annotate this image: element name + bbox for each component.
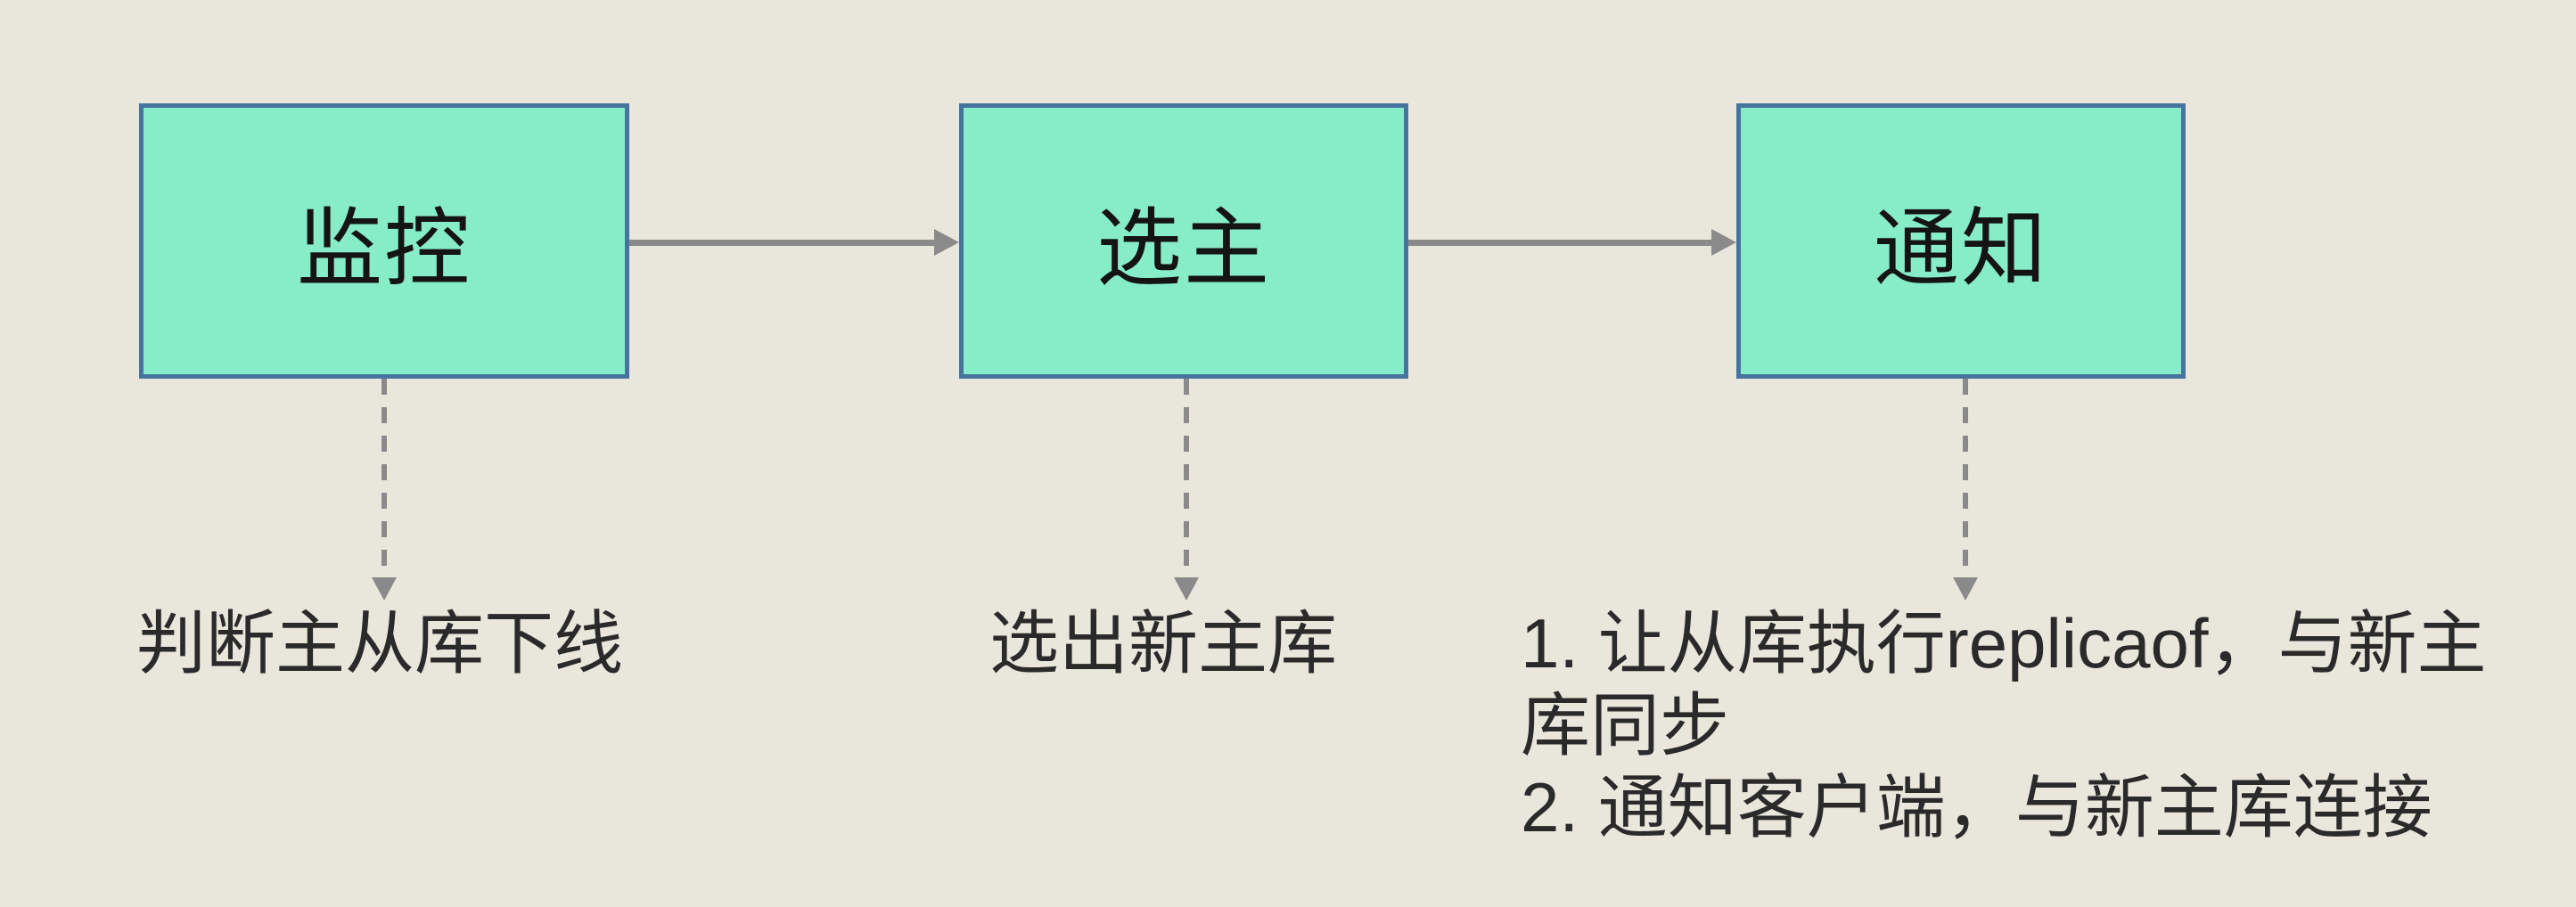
flow-box-monitor: 监控 bbox=[139, 103, 629, 379]
flow-box-elect-leader: 选主 bbox=[959, 103, 1408, 379]
arrow-monitor-to-elect-arrowhead-icon bbox=[934, 229, 959, 256]
flow-box-notify: 通知 bbox=[1736, 103, 2186, 379]
arrow-elect-to-notify-line bbox=[1408, 240, 1711, 246]
flow-box-monitor-label: 监控 bbox=[297, 201, 472, 297]
note-notify-steps-line-3: 2. 通知客户端，与新主库连接 bbox=[1521, 768, 2432, 846]
note-notify-steps-line-2: 库同步 bbox=[1521, 686, 1730, 764]
dashed-arrow-monitor-arrowhead-icon bbox=[372, 577, 397, 601]
note-notify-steps: 1. 让从库执行replicaof，与新主 库同步 2. 通知客户端，与新主库连… bbox=[1521, 602, 2487, 848]
dashed-arrow-monitor-line bbox=[381, 379, 387, 579]
dashed-arrow-notify-line bbox=[1963, 379, 1968, 579]
dashed-arrow-elect-arrowhead-icon bbox=[1174, 577, 1199, 601]
flow-box-notify-label: 通知 bbox=[1874, 201, 2048, 297]
note-monitor-offline-detection: 判断主从库下线 bbox=[136, 604, 624, 682]
flow-box-elect-leader-label: 选主 bbox=[1096, 201, 1271, 297]
arrow-monitor-to-elect-line bbox=[629, 240, 934, 246]
arrow-elect-to-notify-arrowhead-icon bbox=[1711, 229, 1736, 256]
note-elect-new-master: 选出新主库 bbox=[989, 604, 1338, 682]
note-notify-steps-line-1: 1. 让从库执行replicaof，与新主 bbox=[1521, 604, 2487, 682]
dashed-arrow-notify-arrowhead-icon bbox=[1953, 577, 1978, 601]
dashed-arrow-elect-line bbox=[1184, 379, 1189, 579]
